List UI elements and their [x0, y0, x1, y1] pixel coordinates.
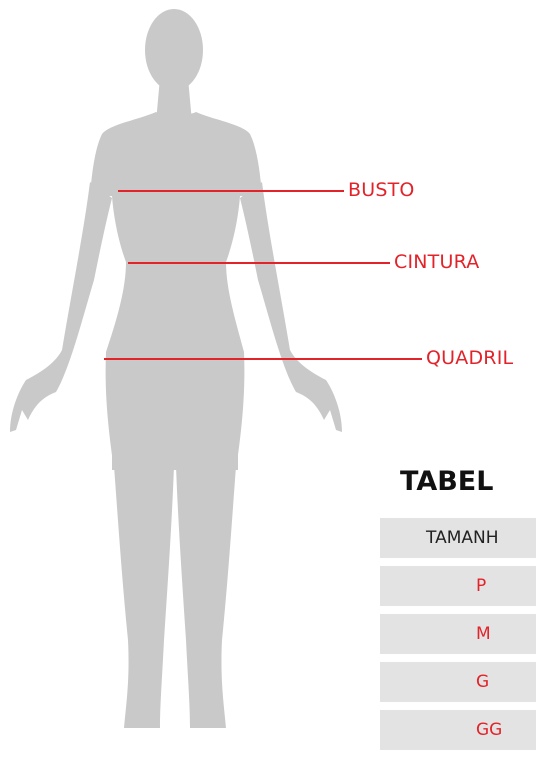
size-table-header: TAMANH	[380, 518, 536, 558]
bust-label: BUSTO	[348, 181, 415, 200]
waist-label: CINTURA	[394, 253, 479, 272]
size-row-p: P	[380, 566, 536, 606]
size-row-gg: GG	[380, 710, 536, 750]
size-table-title: TABEL	[400, 466, 493, 497]
size-table: TAMANH P M G GG	[380, 518, 536, 758]
size-row-g: G	[380, 662, 536, 702]
hip-label: QUADRIL	[426, 349, 513, 368]
size-row-m: M	[380, 614, 536, 654]
body-silhouette	[10, 9, 342, 728]
